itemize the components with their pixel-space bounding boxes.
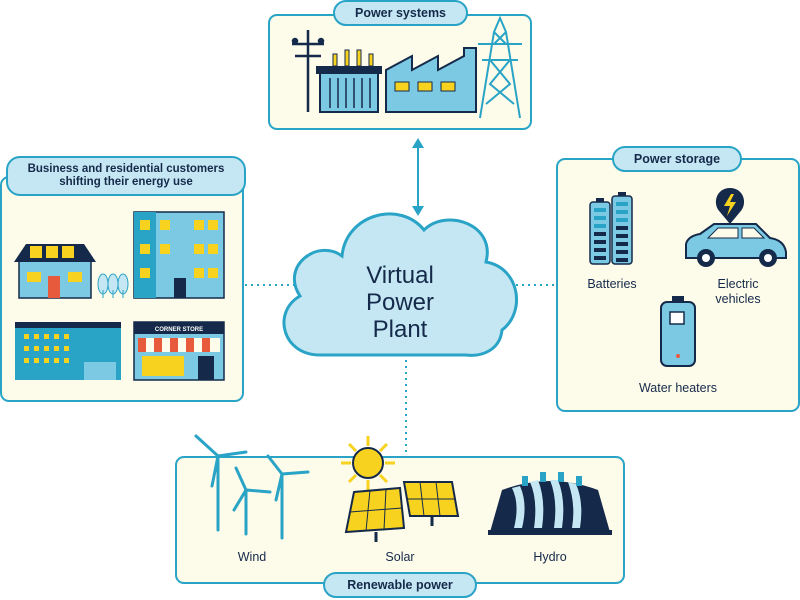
customers-title-line2: shifting their energy use — [59, 176, 193, 188]
ev-label-line2: vehicles — [715, 292, 761, 306]
hydro-label: Hydro — [533, 550, 567, 564]
transmission-tower-icon — [478, 15, 522, 119]
vpp-title: Virtual Power Plant — [325, 262, 475, 343]
ev-label-line1: Electric — [717, 277, 759, 291]
vpp-title-line3: Plant — [372, 316, 428, 343]
hydro-dam-icon — [488, 472, 612, 535]
house-icon — [14, 244, 96, 299]
charging-pin-icon — [715, 188, 745, 224]
power-systems-tag: Power systems — [333, 0, 468, 26]
wind-turbines-icon — [194, 434, 310, 540]
water-heater-icon — [660, 296, 696, 367]
customers-tag: Business and residential customers shift… — [6, 156, 246, 196]
power-systems-title: Power systems — [354, 5, 447, 20]
cloud-shape — [282, 212, 518, 357]
factory-icon — [385, 47, 477, 113]
power-storage-title: Power storage — [633, 151, 721, 166]
apartment-building-icon — [133, 211, 225, 299]
office-building-icon — [15, 322, 121, 380]
batteries-label: Batteries — [587, 277, 637, 291]
trees-icon — [97, 273, 129, 298]
water-heaters-label: Water heaters — [638, 381, 718, 395]
solar-label: Solar — [385, 550, 415, 564]
corner-store-icon: CORNER STORE — [133, 321, 225, 381]
vpp-title-line1: Virtual — [366, 262, 434, 289]
electric-car-icon — [685, 223, 787, 267]
wind-label: Wind — [237, 550, 267, 564]
utility-pole-icon — [291, 30, 325, 112]
renewable-power-tag: Renewable power — [323, 572, 477, 598]
store-sign-text: CORNER STORE — [155, 327, 203, 333]
vpp-title-line2: Power — [365, 289, 435, 316]
customers-title-line1: Business and residential customers — [27, 162, 225, 175]
renewable-power-title: Renewable power — [347, 577, 453, 592]
batteries-icon — [589, 192, 633, 265]
power-storage-tag: Power storage — [612, 146, 742, 172]
electric-vehicles-label: Electric vehicles — [698, 277, 778, 307]
connectors — [245, 138, 556, 455]
solar-panels-icon — [344, 481, 460, 542]
transformer-icon — [316, 49, 382, 113]
sun-icon — [341, 436, 395, 490]
